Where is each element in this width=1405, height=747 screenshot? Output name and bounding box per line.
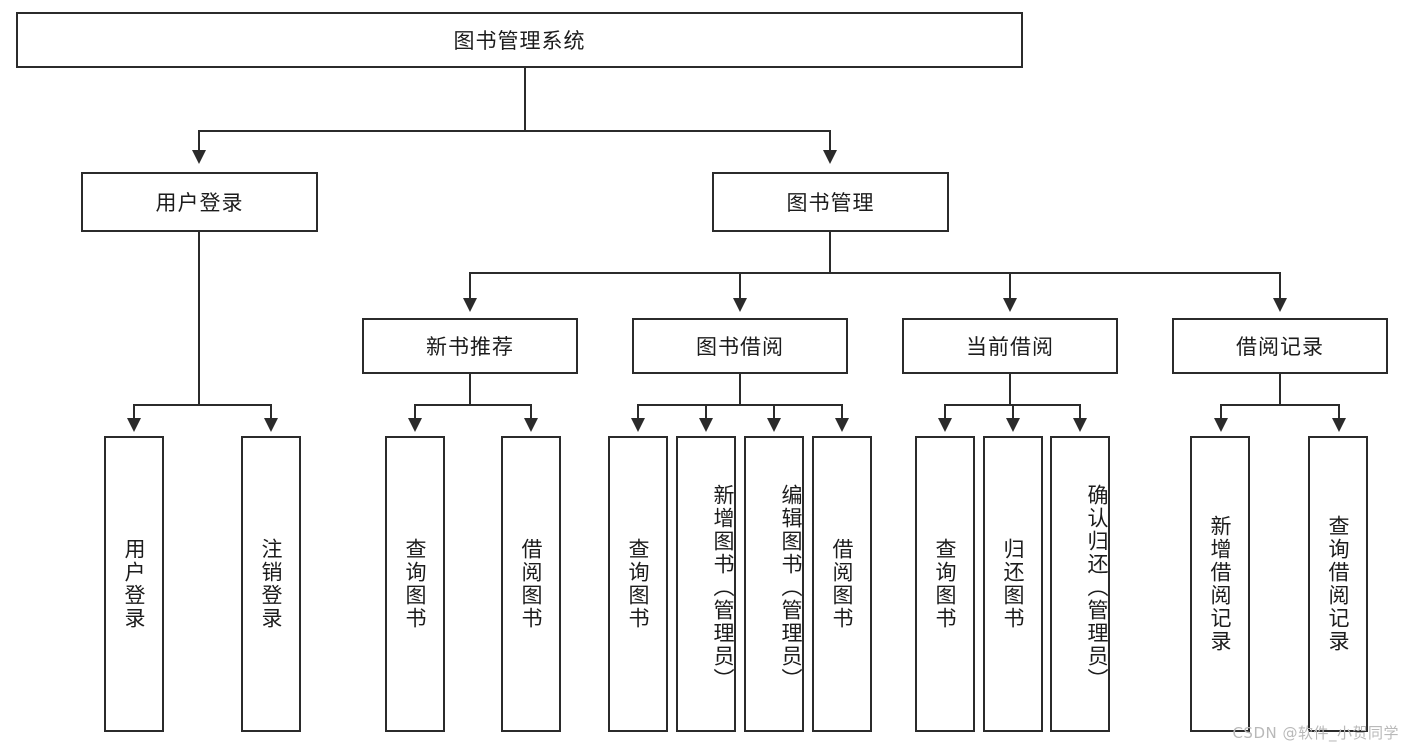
connector-bookborrow-drop-1 — [637, 404, 639, 422]
leaf-currentborrow-confirm-return-admin[interactable]: 确认归还（管理员） — [1050, 436, 1110, 732]
node-label: 新增借阅记录 — [1208, 515, 1233, 653]
node-label: 借阅记录 — [1236, 335, 1324, 359]
arrow-head-down-icon — [767, 418, 781, 432]
node-label: 当前借阅 — [966, 335, 1054, 359]
node-new-book-recommend[interactable]: 新书推荐 — [362, 318, 578, 374]
node-current-borrow[interactable]: 当前借阅 — [902, 318, 1118, 374]
node-label: 图书管理系统 — [453, 29, 586, 53]
node-label: 查询图书 — [626, 538, 651, 630]
node-label: 新增图书（管理员） — [711, 483, 735, 691]
arrow-head-down-icon — [699, 418, 713, 432]
leaf-user-login-logout[interactable]: 注销登录 — [241, 436, 301, 732]
leaf-borrowrecord-add-record[interactable]: 新增借阅记录 — [1190, 436, 1250, 732]
connector-newbook-trunk — [469, 374, 471, 404]
connector-bookmgmt-bus — [469, 272, 1279, 274]
leaf-bookborrow-query-book[interactable]: 查询图书 — [608, 436, 668, 732]
connector-bookmgmt-drop-3 — [1009, 272, 1011, 304]
arrow-head-down-icon — [192, 150, 206, 164]
connector-bookmgmt-drop-1 — [469, 272, 471, 304]
node-label: 图书借阅 — [696, 335, 784, 359]
connector-bookmgmt-drop-4 — [1279, 272, 1281, 304]
arrow-head-down-icon — [408, 418, 422, 432]
node-label: 图书管理 — [786, 191, 875, 215]
connector-borrowrecord-drop-1 — [1220, 404, 1222, 422]
connector-currentborrow-drop-3 — [1079, 404, 1081, 422]
leaf-newbook-query-book[interactable]: 查询图书 — [385, 436, 445, 732]
arrow-head-down-icon — [463, 298, 477, 312]
node-book-borrow[interactable]: 图书借阅 — [632, 318, 848, 374]
connector-userlogin-drop-1 — [133, 404, 135, 422]
arrow-head-down-icon — [1006, 418, 1020, 432]
connector-newbook-drop-2 — [530, 404, 532, 422]
arrow-head-down-icon — [631, 418, 645, 432]
connector-currentborrow-drop-1 — [944, 404, 946, 422]
connector-newbook-drop-1 — [414, 404, 416, 422]
node-label: 查询图书 — [403, 538, 428, 630]
arrow-head-down-icon — [733, 298, 747, 312]
connector-root-trunk — [524, 68, 526, 130]
connector-borrowrecord-bus — [1220, 404, 1339, 406]
watermark-text: CSDN @软件_小贺同学 — [1232, 724, 1399, 742]
arrow-head-down-icon — [1073, 418, 1087, 432]
leaf-newbook-borrow-book[interactable]: 借阅图书 — [501, 436, 561, 732]
leaf-currentborrow-return-book[interactable]: 归还图书 — [983, 436, 1043, 732]
node-label: 查询图书 — [933, 538, 958, 630]
connector-borrowrecord-drop-2 — [1338, 404, 1340, 422]
connector-bookmgmt-trunk — [829, 232, 831, 272]
node-label: 查询借阅记录 — [1326, 515, 1351, 653]
connector-bookborrow-drop-4 — [841, 404, 843, 422]
connector-root-bus — [198, 130, 830, 132]
leaf-user-login-login[interactable]: 用户登录 — [104, 436, 164, 732]
node-label: 注销登录 — [259, 538, 284, 630]
node-user-login[interactable]: 用户登录 — [81, 172, 318, 232]
leaf-bookborrow-borrow-book[interactable]: 借阅图书 — [812, 436, 872, 732]
connector-newbook-bus — [414, 404, 532, 406]
connector-borrowrecord-trunk — [1279, 374, 1281, 404]
node-borrow-record[interactable]: 借阅记录 — [1172, 318, 1388, 374]
node-label: 确认归还（管理员） — [1085, 483, 1109, 691]
connector-userlogin-trunk — [198, 232, 200, 404]
node-label: 借阅图书 — [830, 538, 855, 630]
node-label: 用户登录 — [155, 191, 244, 215]
connector-bookmgmt-drop-2 — [739, 272, 741, 304]
leaf-bookborrow-edit-book-admin[interactable]: 编辑图书（管理员） — [744, 436, 804, 732]
leaf-borrowrecord-query-record[interactable]: 查询借阅记录 — [1308, 436, 1368, 732]
node-label: 用户登录 — [122, 538, 147, 630]
connector-currentborrow-trunk — [1009, 374, 1011, 404]
connector-currentborrow-drop-2 — [1012, 404, 1014, 422]
connector-bookborrow-drop-3 — [773, 404, 775, 422]
arrow-head-down-icon — [1332, 418, 1346, 432]
arrow-head-down-icon — [264, 418, 278, 432]
arrow-head-down-icon — [938, 418, 952, 432]
node-label: 借阅图书 — [519, 538, 544, 630]
arrow-head-down-icon — [1273, 298, 1287, 312]
node-book-management[interactable]: 图书管理 — [712, 172, 949, 232]
arrow-head-down-icon — [823, 150, 837, 164]
leaf-bookborrow-add-book-admin[interactable]: 新增图书（管理员） — [676, 436, 736, 732]
connector-root-drop-1 — [198, 130, 200, 156]
node-label: 编辑图书（管理员） — [779, 483, 803, 691]
connector-bookborrow-drop-2 — [705, 404, 707, 422]
arrow-head-down-icon — [1003, 298, 1017, 312]
connector-userlogin-bus — [133, 404, 270, 406]
node-root-system[interactable]: 图书管理系统 — [16, 12, 1023, 68]
arrow-head-down-icon — [835, 418, 849, 432]
node-label: 新书推荐 — [426, 335, 514, 359]
connector-currentborrow-bus — [944, 404, 1079, 406]
connector-bookborrow-trunk — [739, 374, 741, 404]
node-label: 归还图书 — [1001, 538, 1026, 630]
arrow-head-down-icon — [127, 418, 141, 432]
arrow-head-down-icon — [524, 418, 538, 432]
connector-root-drop-2 — [829, 130, 831, 156]
connector-userlogin-drop-2 — [270, 404, 272, 422]
leaf-currentborrow-query-book[interactable]: 查询图书 — [915, 436, 975, 732]
connector-bookborrow-bus — [637, 404, 842, 406]
arrow-head-down-icon — [1214, 418, 1228, 432]
